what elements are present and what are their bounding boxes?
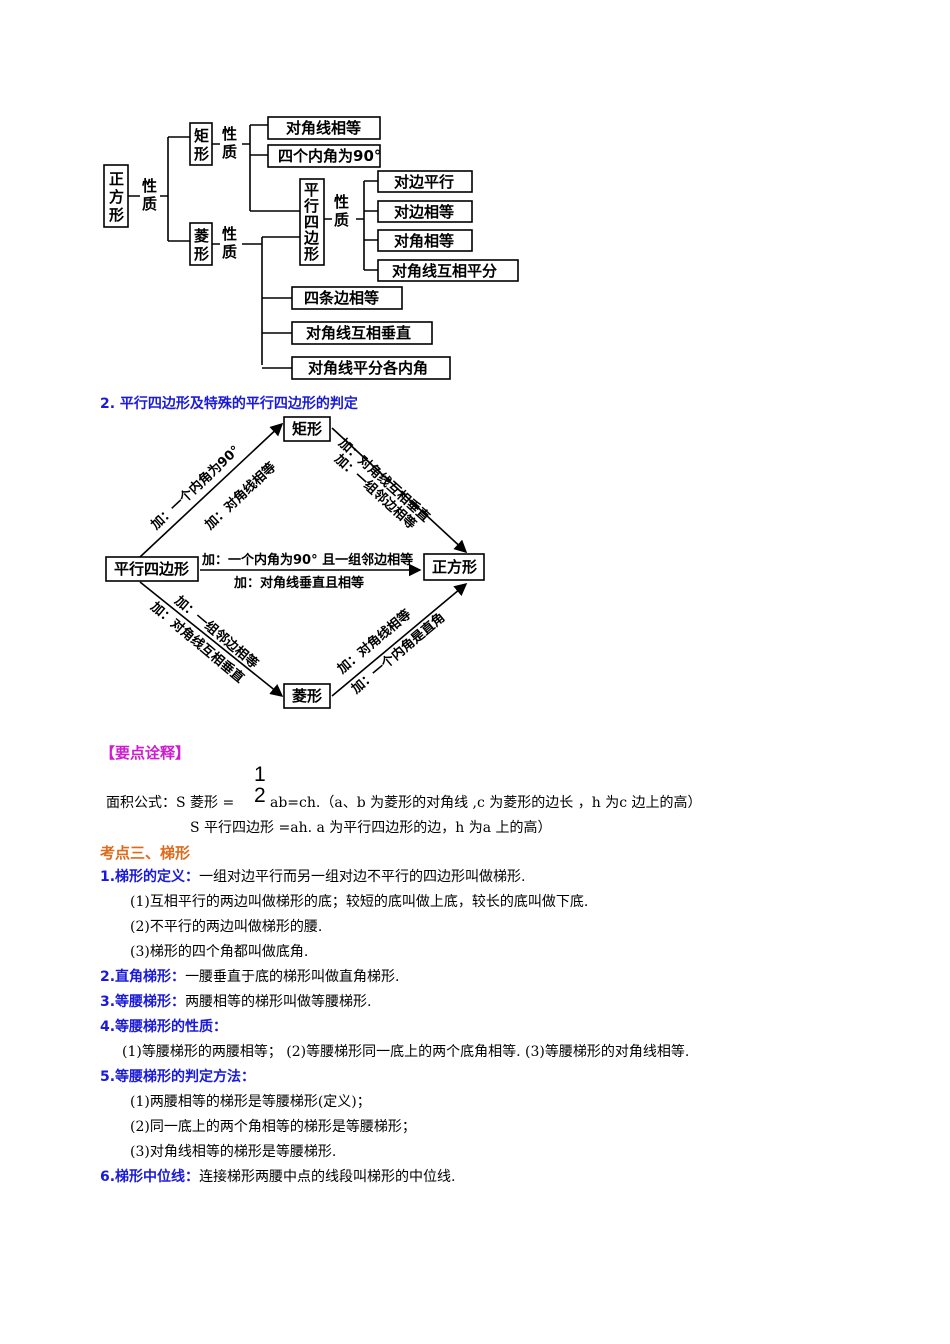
svg-text:对角线互相垂直: 对角线互相垂直: [306, 324, 411, 342]
root-char: 正: [109, 170, 124, 188]
area-rest: ab=ch.（a、b 为菱形的对角线 ,c 为菱形的边长 ，h 为c 边上的高）: [270, 795, 702, 811]
svg-text:加：一个内角为90°: 加：一个内角为90°: [147, 442, 243, 533]
svg-text:四条边相等: 四条边相等: [304, 289, 379, 307]
svg-text:性: 性: [334, 193, 349, 211]
square-box: 正方形: [432, 558, 477, 576]
svg-text:质: 质: [222, 243, 237, 261]
rhombus-box: 菱形: [292, 687, 322, 705]
item-3: 3.等腰梯形：两腰相等的梯形叫做等腰梯形.: [100, 994, 372, 1010]
svg-text:对角线互相平分: 对角线互相平分: [392, 262, 497, 280]
item-5-2: (2)同一底上的两个角相等的梯形是等腰梯形；: [130, 1119, 416, 1135]
svg-text:四: 四: [304, 213, 319, 231]
item-2: 2.直角梯形：一腰垂直于底的梯形叫做直角梯形.: [100, 969, 400, 985]
svg-text:质: 质: [142, 195, 157, 213]
item-6: 6.梯形中位线：连接梯形两腰中点的线段叫梯形的中位线.: [100, 1169, 456, 1185]
svg-text:性: 性: [142, 177, 157, 195]
svg-text:对角线相等: 对角线相等: [286, 119, 361, 137]
section3-title: 考点三、梯形: [100, 844, 191, 862]
item-5-1: (1)两腰相等的梯形是等腰梯形(定义)；: [130, 1094, 371, 1110]
svg-text:加：对角线垂直且相等: 加：对角线垂直且相等: [233, 575, 364, 591]
svg-text:方: 方: [109, 188, 124, 206]
fraction-denominator: 2: [254, 784, 266, 807]
svg-text:形: 形: [304, 245, 319, 263]
area-label: 面积公式：S 菱形 =: [106, 795, 235, 811]
item-5: 5.等腰梯形的判定方法：: [100, 1069, 256, 1085]
fraction-numerator: 1: [254, 763, 266, 786]
svg-text:菱: 菱: [194, 227, 209, 245]
svg-text:加：对角线互相垂直: 加：对角线互相垂直: [335, 434, 433, 525]
svg-text:形: 形: [194, 145, 209, 163]
svg-text:对角线平分各内角: 对角线平分各内角: [308, 359, 428, 377]
svg-text:对边相等: 对边相等: [394, 203, 454, 221]
rect-box: 矩形: [292, 420, 322, 438]
svg-text:性: 性: [222, 125, 237, 143]
item-1-2: (2)不平行的两边叫做梯形的腰.: [130, 919, 323, 935]
svg-text:形: 形: [109, 206, 124, 224]
svg-text:边: 边: [303, 229, 320, 247]
determination-diagram: 平行四边形 矩形 菱形 正方形 加：一个内角为90° 加：对角线相等 加：对角线…: [105, 416, 485, 709]
svg-text:质: 质: [222, 143, 237, 161]
area-line2: S 平行四边形 =ah. a 为平行四边形的边，h 为a 上的高）: [190, 820, 552, 836]
item-1-3: (3)梯形的四个角都叫做底角.: [130, 944, 309, 960]
item-4-detail: (1)等腰梯形的两腰相等； (2)等腰梯形同一底上的两个底角相等. (3)等腰梯…: [122, 1044, 690, 1060]
item-4: 4.等腰梯形的性质：: [100, 1019, 228, 1035]
svg-text:行: 行: [303, 197, 319, 215]
svg-text:加：一个内角为90° 且一组邻边相等: 加：一个内角为90° 且一组邻边相等: [201, 552, 413, 568]
svg-text:形: 形: [194, 245, 209, 263]
svg-text:质: 质: [334, 211, 349, 229]
svg-text:四个内角为90°: 四个内角为90°: [278, 147, 381, 165]
item-5-3: (3)对角线相等的梯形是等腰梯形.: [130, 1144, 337, 1160]
svg-text:性: 性: [222, 225, 237, 243]
section2-title: 2. 平行四边形及特殊的平行四边形的判定: [100, 396, 358, 412]
item-1: 1.梯形的定义：一组对边平行而另一组对边不平行的四边形叫做梯形.: [100, 869, 526, 885]
svg-text:矩: 矩: [194, 127, 209, 145]
para-box: 平行四边形: [114, 560, 189, 578]
svg-text:平: 平: [304, 181, 319, 199]
square-property-tree: 正 方 形 性 质 矩 形 性 质 对角线相等 四个内角为90° 菱 形 性 质…: [103, 116, 519, 380]
item-1-1: (1)互相平行的两边叫做梯形的底；较短的底叫做上底，较长的底叫做下底.: [130, 894, 589, 910]
svg-text:对角相等: 对角相等: [394, 232, 454, 250]
svg-text:对边平行: 对边平行: [394, 173, 454, 191]
notes-title: 【要点诠释】: [100, 744, 191, 762]
